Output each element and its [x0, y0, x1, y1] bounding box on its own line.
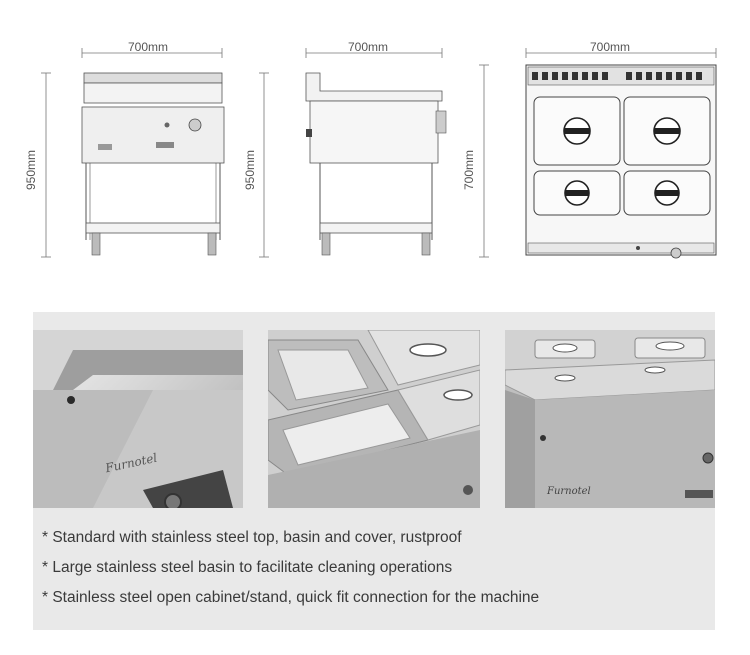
- basin-cover-illustration: [268, 330, 480, 508]
- front-view-svg: [41, 48, 225, 258]
- photo-basin-cover: [268, 330, 480, 508]
- detail-photos-panel: Furnotel: [33, 312, 715, 630]
- front-width-label: 700mm: [128, 40, 169, 54]
- top-view-svg: [479, 48, 717, 259]
- feature-item: * Large stainless steel basin to facilit…: [42, 559, 453, 576]
- photo-corner-logo: Furnotel: [33, 330, 243, 508]
- side-width-label: 700mm: [348, 40, 389, 54]
- feature-item: * Standard with stainless steel top, bas…: [42, 529, 462, 546]
- furnotel-logo-2: Furnotel: [547, 486, 591, 497]
- corner-logo-illustration: [33, 330, 243, 508]
- feature-item: * Stainless steel open cabinet/stand, qu…: [42, 589, 540, 606]
- feature-list: * Standard with stainless steel top, bas…: [42, 523, 539, 613]
- front-panel-illustration: [505, 330, 715, 508]
- top-width-label: 700mm: [590, 40, 631, 54]
- photo-front-panel: Furnotel: [505, 330, 715, 508]
- side-view-svg: [259, 48, 447, 258]
